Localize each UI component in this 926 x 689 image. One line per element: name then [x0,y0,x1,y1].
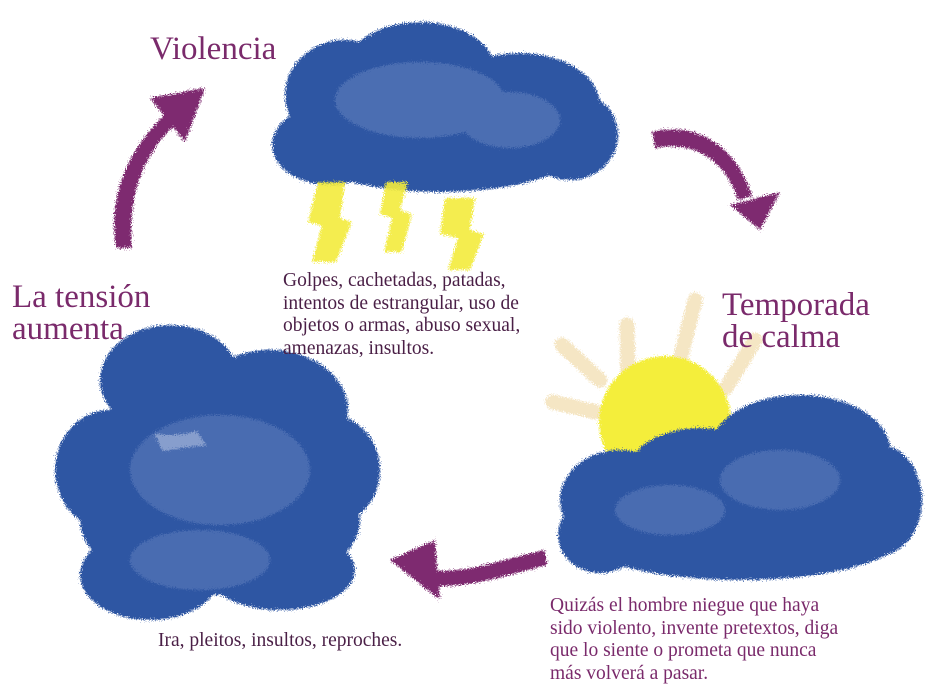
storm-cloud-icon [55,325,380,620]
description-line: intentos de estrangular, uso de [283,292,519,314]
calm-title-line-1: Temporada [722,287,870,323]
description-line: objetos o armas, abuso sexual, [283,315,521,337]
description-line: más volverá a pasar. [550,662,709,684]
sun-rays [545,292,763,420]
description-line: Golpes, cachetadas, patadas, [283,270,506,291]
tension-title-line-1: La tensión [12,279,151,315]
violence-title: Violencia [150,31,277,67]
lightning-bolt-icon [308,182,484,270]
description-line: que lo siente o prometa que nunca [550,640,817,662]
curved-arrow-icon [114,88,780,600]
description-line: Ira, pleitos, insultos, reproches. [158,630,403,651]
cloud-icon [558,395,922,580]
storm-cloud-icon [272,22,618,192]
tension-description: Ira, pleitos, insultos, reproches. [158,630,402,653]
calm-title-line-2: de calma [722,319,841,355]
calm-description: Quizás el hombre niegue que haya sido vi… [550,595,838,685]
description-line: sido violento, invente pretextos, diga [550,617,839,639]
tension-title-line-2: aumenta [12,311,124,347]
violence-description: Golpes, cachetadas, patadas, intentos de… [283,270,520,360]
description-line: amenazas, insultos. [283,337,435,359]
description-line: Quizás el hombre niegue que haya [550,595,820,616]
